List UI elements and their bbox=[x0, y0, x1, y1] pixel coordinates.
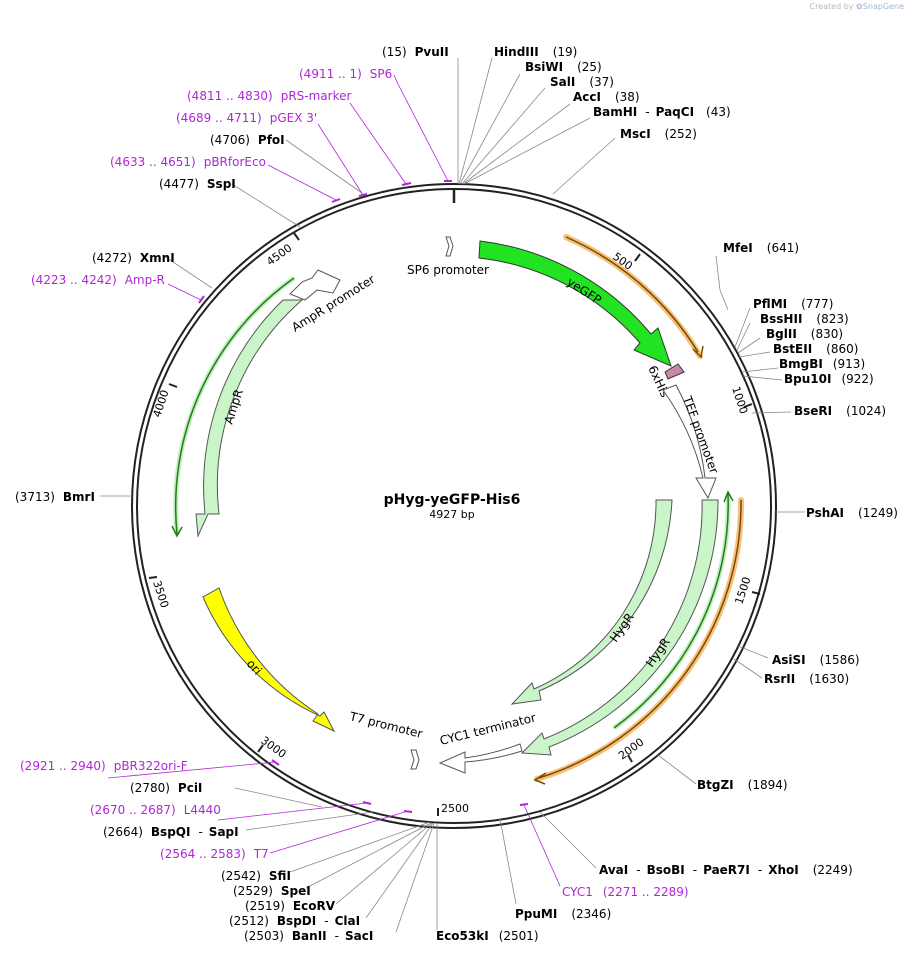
feature-sp6-promoter[interactable]: SP6 promoter bbox=[407, 236, 489, 277]
primer-l4440[interactable]: (2670 .. 2687)L4440 bbox=[90, 803, 221, 817]
site-pfoi[interactable]: (4706)PfoI bbox=[210, 133, 285, 147]
site-ppumi[interactable]: PpuMI(2346) bbox=[515, 907, 611, 921]
site-leaders bbox=[100, 57, 805, 933]
site-pcii[interactable]: (2780)PciI bbox=[130, 781, 202, 795]
tick-3000: 3000 bbox=[257, 734, 289, 761]
tick-label-1500: 1500 bbox=[732, 575, 753, 606]
feature-yegfp[interactable]: yeGFP bbox=[478, 240, 672, 367]
feature-t7-promoter[interactable]: T7 promoter bbox=[347, 709, 424, 770]
site-sali[interactable]: SalI(37) bbox=[550, 75, 614, 89]
primer-marks bbox=[198, 180, 529, 813]
site-sspi[interactable]: (4477)SspI bbox=[159, 177, 236, 191]
snapgene-credit: Created by ✿SnapGene bbox=[809, 2, 904, 11]
feature-cyc1-terminator[interactable]: CYC1 terminator bbox=[438, 710, 537, 774]
tick-label-1000: 1000 bbox=[729, 385, 750, 416]
site-pflmi[interactable]: PflMI(777) bbox=[753, 297, 833, 311]
site-labels: (15)PvuII HindIII(19) BsiWI(25) SalI(37)… bbox=[15, 45, 898, 943]
site-banii-saci[interactable]: (2503)BanII-SacI bbox=[244, 929, 373, 943]
feature-label-t7-promoter: T7 promoter bbox=[347, 709, 424, 741]
site-pshai[interactable]: PshAI(1249) bbox=[806, 506, 898, 520]
primer-sp6[interactable]: (4911 .. 1)SP6 bbox=[299, 67, 392, 81]
site-hindiii[interactable]: HindIII(19) bbox=[494, 45, 577, 59]
tick-label-3000: 3000 bbox=[258, 734, 288, 761]
site-xmni[interactable]: (4272)XmnI bbox=[92, 251, 175, 265]
feature-label-hygr-1: HygR bbox=[607, 610, 637, 644]
tick-label-2500: 2500 bbox=[441, 802, 469, 815]
site-bsteii[interactable]: BstEII(860) bbox=[773, 342, 858, 356]
site-spei[interactable]: (2529)SpeI bbox=[233, 884, 311, 898]
site-bsshii[interactable]: BssHII(823) bbox=[760, 312, 849, 326]
site-pvuii[interactable]: (15)PvuII bbox=[382, 45, 449, 59]
site-mfei[interactable]: MfeI(641) bbox=[723, 241, 799, 255]
feature-ampr[interactable]: AmpR bbox=[195, 299, 304, 538]
orf-hygr bbox=[533, 497, 745, 785]
feature-tef-promoter[interactable]: TEF promoter bbox=[662, 384, 721, 500]
backbone-inner bbox=[136, 188, 772, 824]
site-acci[interactable]: AccI(38) bbox=[573, 90, 640, 104]
snapgene-logo-icon: ✿ bbox=[856, 2, 863, 11]
orf-yegfp bbox=[563, 234, 704, 359]
feature-label-cyc1-terminator: CYC1 terminator bbox=[438, 710, 537, 747]
tick-label-4000: 4000 bbox=[150, 388, 171, 419]
tick-2500: 2500 bbox=[437, 802, 469, 816]
site-bspdi-clai[interactable]: (2512)BspDI-ClaI bbox=[229, 914, 360, 928]
backbone-outer bbox=[131, 183, 777, 829]
site-bspqi-sapi[interactable]: (2664)BspQI-SapI bbox=[103, 825, 239, 839]
feature-label-sp6-promoter: SP6 promoter bbox=[407, 263, 489, 277]
orf-ampr bbox=[171, 275, 296, 538]
primer-pgex-3[interactable]: (4689 .. 4711)pGEX 3' bbox=[176, 111, 317, 125]
site-msci[interactable]: MscI(252) bbox=[620, 127, 697, 141]
site-bamhi-paqci[interactable]: BamHI-PaqCI(43) bbox=[593, 105, 731, 119]
primer-prs-marker[interactable]: (4811 .. 4830)pRS-marker bbox=[187, 89, 351, 103]
feature-ori[interactable]: ori bbox=[202, 587, 336, 733]
tick-label-4500: 4500 bbox=[264, 241, 294, 268]
site-bsiwi[interactable]: BsiWI(25) bbox=[525, 60, 602, 74]
site-eco53ki[interactable]: Eco53kI(2501) bbox=[436, 929, 539, 943]
site-btgzi[interactable]: BtgZI(1894) bbox=[697, 778, 788, 792]
credit-brand: SnapGene bbox=[862, 2, 904, 11]
site-rsrii[interactable]: RsrII(1630) bbox=[764, 672, 849, 686]
plasmid-title: pHyg-yeGFP-His6 bbox=[384, 492, 521, 508]
primer-t7[interactable]: (2564 .. 2583)T7 bbox=[160, 847, 269, 861]
site-bpu10i[interactable]: Bpu10I(922) bbox=[784, 372, 874, 386]
feature-ampr-promoter[interactable]: AmpR promoter bbox=[289, 269, 378, 335]
primer-pbrforeco[interactable]: (4633 .. 4651)pBRforEco bbox=[110, 155, 266, 169]
primer-amp-r[interactable]: (4223 .. 4242)Amp-R bbox=[31, 273, 165, 287]
site-bglii[interactable]: BglII(830) bbox=[766, 327, 843, 341]
site-ecorv[interactable]: (2519)EcoRV bbox=[245, 899, 336, 913]
primer-labels: (4911 .. 1)SP6 (4811 .. 4830)pRS-marker … bbox=[20, 67, 689, 899]
site-avai-group[interactable]: AvaI-BsoBI-PaeR7I-XhoI(2249) bbox=[599, 863, 853, 877]
orf-hygr-green bbox=[612, 490, 734, 731]
site-asisi[interactable]: AsiSI(1586) bbox=[772, 653, 860, 667]
site-bmri[interactable]: (3713)BmrI bbox=[15, 490, 95, 504]
credit-text: Created by bbox=[809, 2, 854, 11]
site-sfii[interactable]: (2542)SfiI bbox=[221, 869, 291, 883]
primer-pbr322ori-f[interactable]: (2921 .. 2940)pBR322ori-F bbox=[20, 759, 188, 773]
plasmid-length: 4927 bp bbox=[429, 508, 474, 521]
primer-cyc1[interactable]: CYC1(2271 .. 2289) bbox=[562, 885, 689, 899]
site-bmgbi[interactable]: BmgBI(913) bbox=[779, 357, 865, 371]
tick-4500: 4500 bbox=[264, 232, 300, 268]
primer-leaders bbox=[107, 74, 561, 887]
site-bseri[interactable]: BseRI(1024) bbox=[794, 404, 886, 418]
